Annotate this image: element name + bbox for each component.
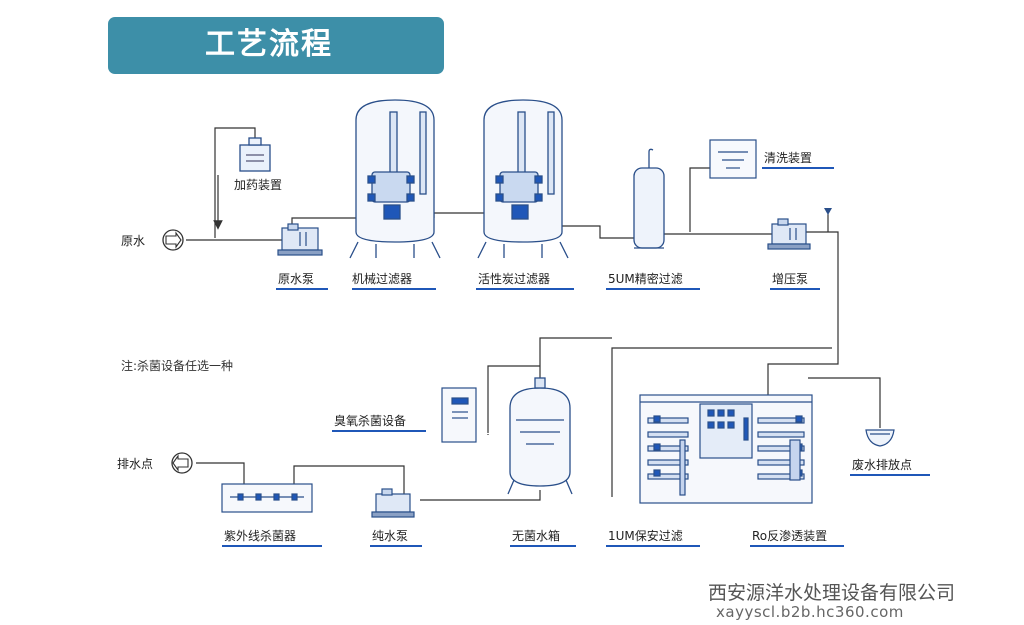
drain-point-icon — [171, 452, 193, 474]
raw-water-pump-icon — [277, 223, 323, 256]
page-title: 工艺流程 — [205, 27, 333, 62]
company-url: xayyscl.b2b.hc360.com — [716, 603, 904, 621]
label-mechanical-filter: 机械过滤器 — [352, 271, 412, 286]
label-precision-filter: 5UM精密过滤 — [608, 271, 683, 286]
label-raw-water-pump: 原水泵 — [278, 272, 314, 286]
label-booster-pump: 增压泵 — [772, 272, 808, 286]
label-underlines — [222, 167, 930, 547]
label-raw-water: 原水 — [121, 234, 145, 248]
label-cleaning-device: 清洗装置 — [764, 151, 812, 165]
ozone-sterilizer-icon — [441, 387, 477, 443]
label-sterile-tank: 无菌水箱 — [512, 528, 560, 543]
label-ozone-sterilizer: 臭氧杀菌设备 — [334, 413, 406, 428]
sterile-water-tank — [507, 377, 573, 495]
ro-system-frame — [639, 394, 813, 504]
label-drain-point: 排水点 — [117, 457, 153, 471]
label-carbon-filter: 活性炭过滤器 — [478, 272, 550, 286]
uv-sterilizer-icon — [221, 483, 313, 513]
label-uv-sterilizer: 紫外线杀菌器 — [224, 528, 296, 543]
label-ro-device: Ro反渗透装置 — [752, 528, 827, 543]
title-banner — [108, 17, 444, 74]
waste-discharge-basin-icon — [865, 429, 895, 447]
mechanical-filter-tank — [349, 99, 441, 259]
label-waste-discharge: 废水排放点 — [852, 457, 912, 472]
company-name: 西安源洋水处理设备有限公司 — [708, 582, 956, 604]
precision-filter-icon — [633, 148, 665, 249]
label-dosing-device: 加药装置 — [234, 178, 282, 192]
raw-water-inlet-icon — [162, 229, 184, 251]
pipelines — [186, 127, 881, 501]
booster-pump-icon — [767, 218, 811, 250]
cleaning-device-icon — [709, 139, 757, 179]
valve-icon — [824, 208, 832, 215]
pure-water-pump-icon — [371, 488, 415, 518]
label-pure-water-pump: 纯水泵 — [372, 529, 408, 543]
label-security-filter: 1UM保安过滤 — [608, 528, 683, 543]
label-note: 注:杀菌设备任选一种 — [121, 358, 233, 373]
carbon-filter-tank — [477, 99, 569, 259]
dosing-device — [239, 137, 271, 172]
